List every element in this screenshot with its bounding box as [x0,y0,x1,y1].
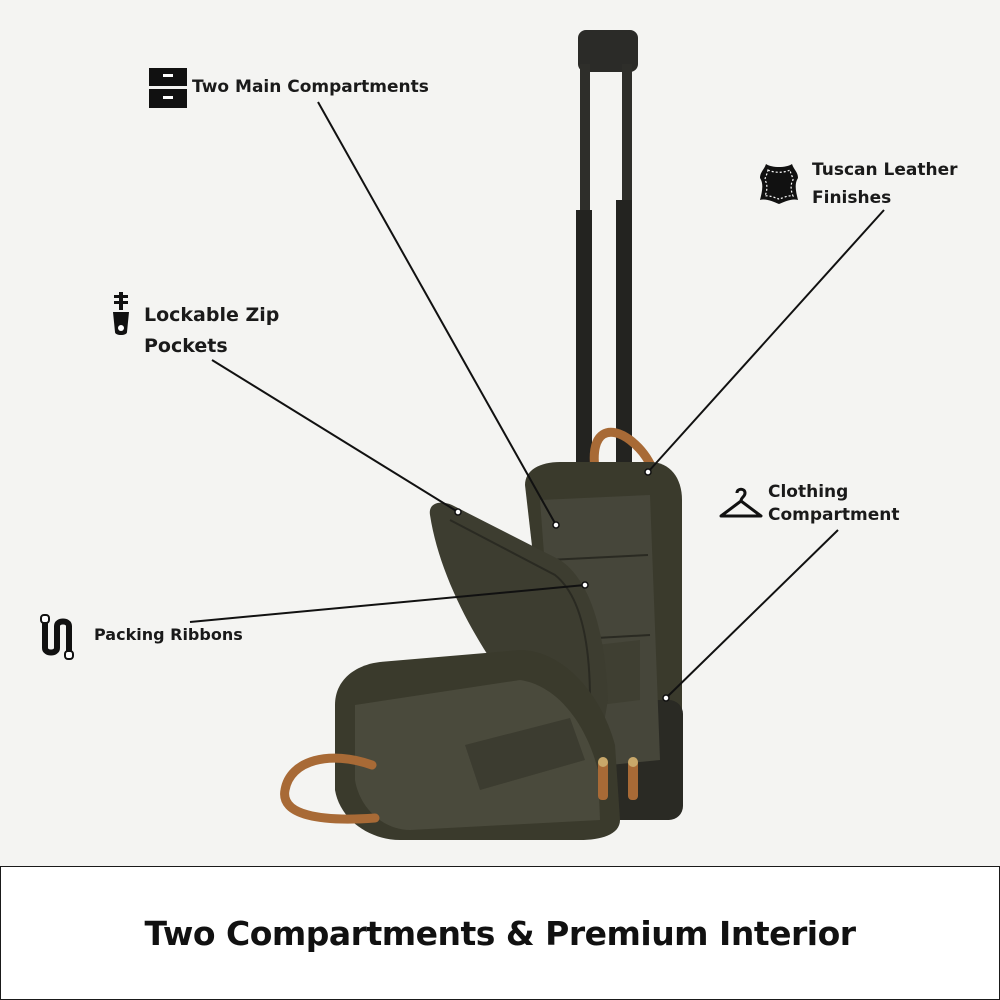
hanger-icon [719,487,763,518]
product-canvas: Two Main Compartments Tuscan Leather Fin… [40,30,958,840]
callout-tuscan-leather: Tuscan Leather Finishes [812,156,958,212]
callout-line-1: Lockable Zip [144,304,280,326]
leader-dots [454,468,670,702]
footer-banner: Two Compartments & Premium Interior [0,866,1000,1000]
callout-line-1: Clothing [768,482,849,502]
telescopic-handle [576,30,638,490]
zipper-pulls [598,757,638,800]
callout-label: Packing Ribbons [94,625,243,644]
callout-line-2: Pockets [144,335,228,357]
zipper-pull-icon [113,292,129,335]
callout-line-2: Compartment [768,505,900,525]
callout-packing-ribbons: Packing Ribbons [94,625,243,644]
callout-lockable-zip: Lockable Zip Pockets [144,300,279,362]
leather-hide-icon [760,164,798,204]
rolling-bag-image [189,30,885,840]
callout-line-2: Finishes [812,188,892,208]
ribbon-strap-icon [40,614,74,660]
drawer-icon [149,68,187,108]
callout-line-1: Tuscan Leather [812,160,958,180]
footer-title: Two Compartments & Premium Interior [144,913,856,953]
callout-two-main-compartments: Two Main Compartments [192,77,429,97]
leader-lines [189,101,885,699]
callout-clothing-compartment: Clothing Compartment [768,481,900,527]
callout-label: Two Main Compartments [192,77,429,97]
